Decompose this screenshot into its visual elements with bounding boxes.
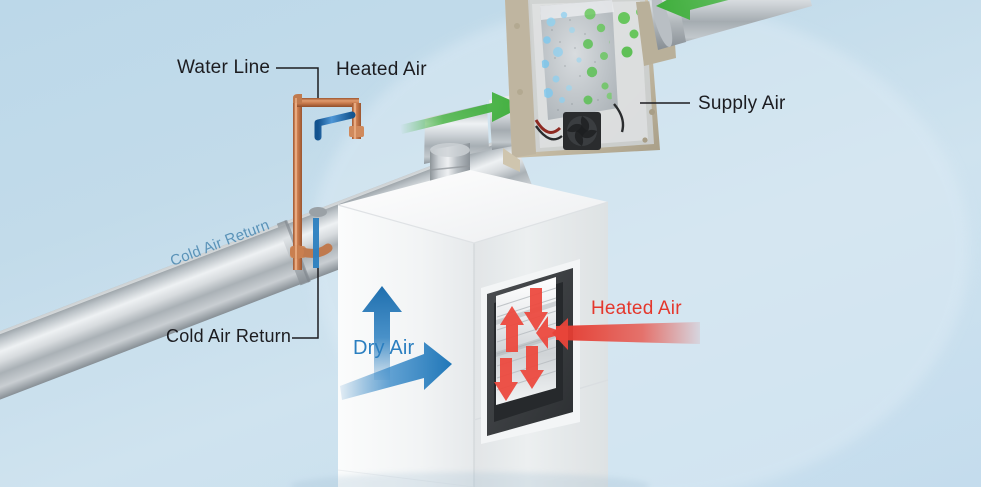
supply-air-duct-right xyxy=(649,0,812,50)
leader-water-line xyxy=(276,67,319,98)
supply-air-green-arrow-duct xyxy=(400,92,524,134)
label-dry-air: Dry Air xyxy=(353,337,415,359)
label-supply-air: Supply Air xyxy=(698,93,786,114)
leader-cold-air-return xyxy=(292,268,319,339)
fan xyxy=(563,112,601,150)
label-heated-air-top: Heated Air xyxy=(336,59,427,80)
blue-water-tube xyxy=(309,111,356,268)
label-heated-air-coil: Heated Air xyxy=(591,298,682,319)
label-water-line: Water Line xyxy=(177,57,271,78)
heated-air-red-inflow xyxy=(552,318,700,350)
label-cold-air-return-callout: Cold Air Return xyxy=(166,326,292,346)
leader-lines xyxy=(276,67,690,339)
filter-fan-module xyxy=(503,0,676,172)
dry-air-arrows xyxy=(340,286,452,400)
coil-arrows xyxy=(494,288,566,401)
heat-exchanger-coil xyxy=(481,259,580,444)
